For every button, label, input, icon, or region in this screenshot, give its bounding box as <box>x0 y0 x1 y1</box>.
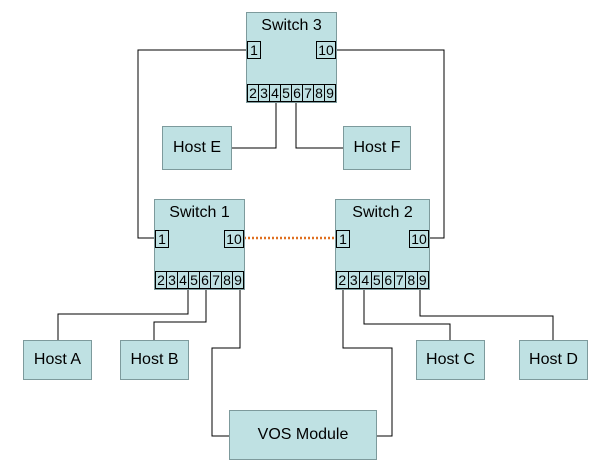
host-d-label: Host D <box>529 351 578 368</box>
switch-3[interactable]: Switch 3 1 10 2 3 4 5 6 7 8 9 <box>246 12 337 103</box>
switch-1-title: Switch 1 <box>169 204 230 221</box>
switch-1-port: 5 <box>189 272 200 288</box>
switch-2-port: 6 <box>383 272 395 288</box>
switch-3-port: 4 <box>270 85 281 101</box>
host-c[interactable]: Host C <box>416 340 485 380</box>
switch-2-port: 9 <box>418 272 427 288</box>
switch-1-port-1: 1 <box>155 230 169 248</box>
switch-3-port: 2 <box>248 85 259 101</box>
switch-2-port: 7 <box>395 272 406 288</box>
vos-module-label: VOS Module <box>257 426 349 443</box>
switch-1-port-strip: 2 3 4 5 6 7 8 9 <box>155 271 244 289</box>
switch-1-port: 6 <box>200 272 211 288</box>
switch-2-port-10: 10 <box>409 230 429 248</box>
host-c-label: Host C <box>426 351 475 368</box>
host-f-label: Host F <box>353 139 401 156</box>
link-switch3-host-f <box>295 103 343 149</box>
host-f[interactable]: Host F <box>343 126 411 170</box>
host-b[interactable]: Host B <box>120 340 189 380</box>
switch-1-port: 3 <box>167 272 178 288</box>
host-a-label: Host A <box>33 351 82 368</box>
switch-3-port: 9 <box>326 85 334 101</box>
switch-2-port: 5 <box>372 272 383 288</box>
host-a[interactable]: Host A <box>23 340 92 380</box>
switch-2-port: 3 <box>349 272 360 288</box>
switch-3-port: 3 <box>259 85 270 101</box>
switch-2[interactable]: Switch 2 1 10 2 3 4 5 6 7 8 9 <box>335 199 430 290</box>
switch-3-port-strip: 2 3 4 5 6 7 8 9 <box>247 84 336 102</box>
switch-3-port: 5 <box>281 85 292 101</box>
switch-1-port: 9 <box>234 272 242 288</box>
link-switch2-host-d <box>419 290 554 340</box>
switch-1-port: 8 <box>222 272 233 288</box>
switch-2-port: 2 <box>337 272 349 288</box>
switch-2-title: Switch 2 <box>352 204 413 221</box>
link-switch1-host-a <box>57 290 189 340</box>
switch-1-port: 4 <box>178 272 189 288</box>
host-e[interactable]: Host E <box>162 126 232 170</box>
host-b-label: Host B <box>130 351 179 368</box>
link-switch3-switch1 <box>137 49 246 239</box>
link-switch3-host-e <box>232 103 277 149</box>
link-switch3-switch2 <box>337 49 445 239</box>
switch-3-port: 8 <box>314 85 325 101</box>
switch-2-port-strip: 2 3 4 5 6 7 8 9 <box>336 271 429 289</box>
switch-3-title: Switch 3 <box>261 17 322 34</box>
switch-3-port: 6 <box>292 85 303 101</box>
link-switch2-host-c <box>363 290 451 340</box>
switch-1[interactable]: Switch 1 1 10 2 3 4 5 6 7 8 9 <box>154 199 245 290</box>
link-switch2-vos <box>342 290 393 437</box>
switch-1-port: 2 <box>156 272 167 288</box>
vos-module[interactable]: VOS Module <box>229 410 377 460</box>
link-switch1-host-b <box>153 290 207 340</box>
switch-3-port-10: 10 <box>316 41 336 59</box>
link-switch1-vos <box>211 290 241 437</box>
switch-2-port: 8 <box>406 272 418 288</box>
switch-1-port: 7 <box>211 272 222 288</box>
switch-2-port: 4 <box>360 272 372 288</box>
host-e-label: Host E <box>172 139 221 156</box>
switch-2-port-1: 1 <box>336 230 350 248</box>
switch-1-port-10: 10 <box>224 230 244 248</box>
switch-3-port-1: 1 <box>247 41 261 59</box>
switch-3-port: 7 <box>303 85 314 101</box>
host-d[interactable]: Host D <box>519 340 588 380</box>
